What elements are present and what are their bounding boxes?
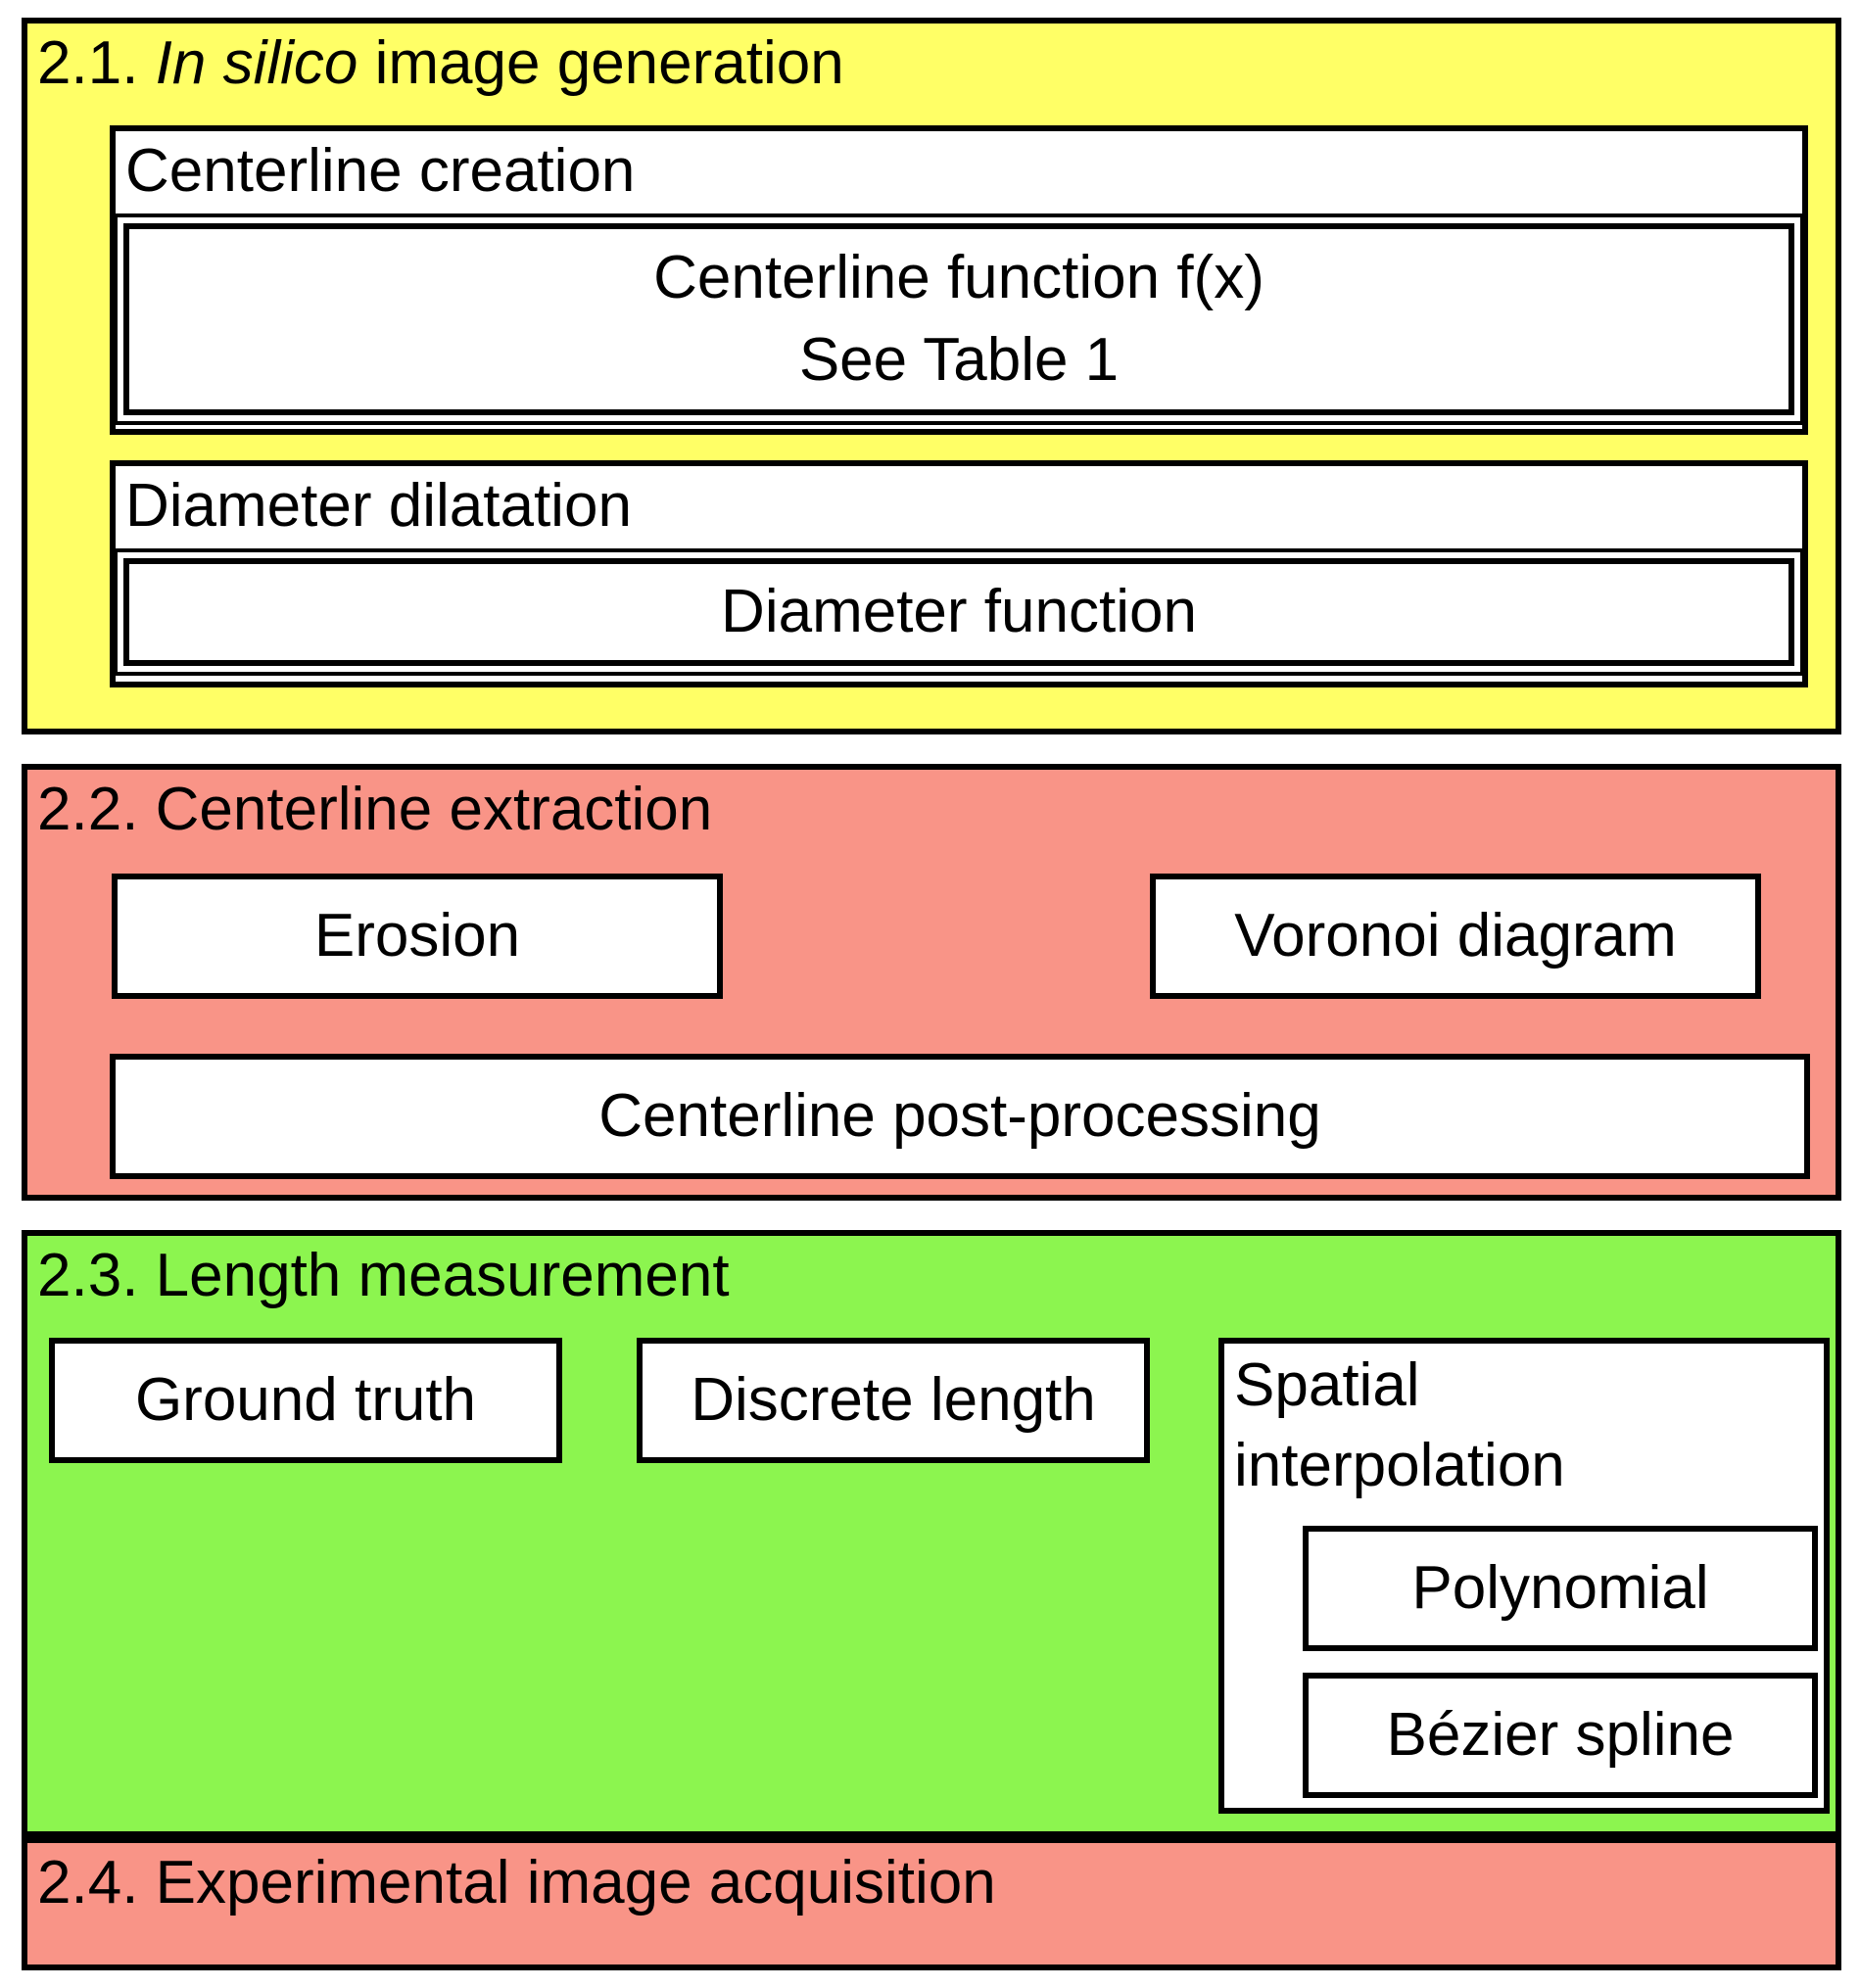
section-title-2-4: 2.4. Experimental image acquisition <box>37 1849 996 1917</box>
section-title-2-2: 2.2. Centerline extraction <box>37 776 713 843</box>
ground-truth-box: Ground truth <box>49 1338 562 1463</box>
section-title-2-3: 2.3. Length measurement <box>37 1242 730 1309</box>
polynomial-box: Polynomial <box>1303 1526 1818 1651</box>
section-title-italic: In silico <box>155 29 358 97</box>
section-experimental-image-acquisition: 2.4. Experimental image acquisition <box>22 1837 1841 1970</box>
voronoi-diagram-text: Voronoi diagram <box>1234 902 1677 970</box>
diameter-function-text: Diameter function <box>721 578 1197 646</box>
centerline-post-processing-text: Centerline post-processing <box>598 1082 1321 1151</box>
centerline-creation-group: Centerline creation Centerline function … <box>110 125 1808 435</box>
section-title-2-1: 2.1. In silico image generation <box>37 27 844 100</box>
diameter-dilatation-label: Diameter dilatation <box>125 472 632 540</box>
centerline-post-processing-box: Centerline post-processing <box>110 1054 1810 1179</box>
centerline-function-box: Centerline function f(x) See Table 1 <box>114 213 1804 425</box>
voronoi-diagram-box: Voronoi diagram <box>1150 874 1761 999</box>
spatial-label-line2: interpolation <box>1234 1431 1565 1499</box>
polynomial-text: Polynomial <box>1411 1554 1709 1623</box>
erosion-box: Erosion <box>112 874 723 999</box>
discrete-length-box: Discrete length <box>637 1338 1150 1463</box>
see-table-text: See Table 1 <box>798 326 1120 394</box>
centerline-function-text: Centerline function f(x) <box>653 244 1264 312</box>
erosion-text: Erosion <box>313 902 521 970</box>
section-in-silico-image-generation: 2.1. In silico image generation Centerli… <box>22 18 1841 734</box>
diameter-function-box: Diameter function <box>114 548 1804 676</box>
section-title-rest: image generation <box>358 29 844 97</box>
spatial-interpolation-group: Spatial interpolation Polynomial Bézier … <box>1218 1338 1830 1814</box>
spatial-interpolation-label: Spatial interpolation <box>1234 1346 1565 1506</box>
section-number: 2.1. <box>37 29 139 97</box>
diameter-dilatation-group: Diameter dilatation Diameter function <box>110 460 1808 687</box>
spatial-label-line1: Spatial <box>1234 1351 1420 1419</box>
ground-truth-text: Ground truth <box>134 1366 477 1435</box>
bezier-spline-box: Bézier spline <box>1303 1673 1818 1798</box>
section-length-measurement: 2.3. Length measurement Ground truth Dis… <box>22 1230 1841 1837</box>
section-centerline-extraction: 2.2. Centerline extraction Erosion Voron… <box>22 764 1841 1201</box>
centerline-creation-label: Centerline creation <box>125 137 636 205</box>
bezier-spline-text: Bézier spline <box>1386 1701 1735 1770</box>
discrete-length-text: Discrete length <box>691 1366 1096 1435</box>
